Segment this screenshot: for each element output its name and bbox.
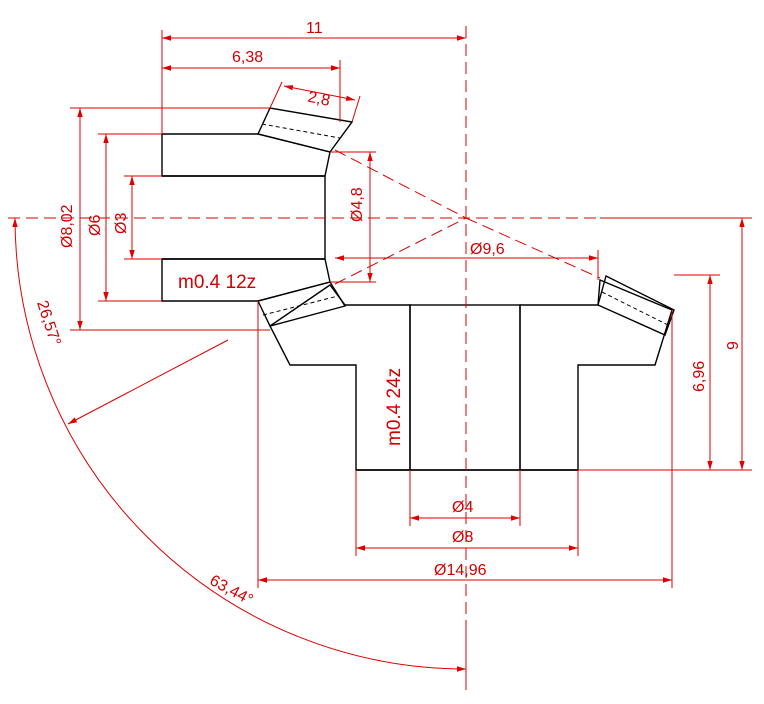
pinion (161, 107, 354, 327)
dim-angle-pinion: 26,57° (33, 298, 64, 347)
pinion-upper-section (161, 133, 331, 177)
center-lines (8, 26, 752, 690)
dim-pinion-length: 6,38 (232, 49, 263, 66)
gear-bore (409, 304, 521, 471)
gear-right-section (519, 278, 673, 471)
angle-arc (12, 217, 467, 672)
dim-pinion-front-dia: Ø4,8 (349, 187, 366, 222)
dim-pinion-outer-dia: Ø8,02 (59, 204, 76, 248)
gear-right-tooth (597, 274, 675, 336)
dim-gear-body-height: 6,96 (691, 361, 708, 392)
dim-gear-hub-dia: Ø8 (452, 529, 473, 546)
dim-pinion-body-dia: Ø6 (87, 215, 104, 236)
dim-pinion-bore: Ø3 (113, 213, 130, 234)
pinion-label: m0.4 12z (178, 272, 256, 293)
dim-gear-bore: Ø4 (452, 499, 473, 516)
dim-total-length: 11 (306, 20, 323, 37)
dimensions: 11 6,38 2,8 Ø8,02 Ø6 Ø3 Ø4,8 Ø9,6 (12, 20, 752, 690)
dim-gear-pitch-dia: Ø9,6 (470, 241, 505, 258)
dim-gear-height: 9 (725, 341, 742, 350)
gear (269, 274, 675, 471)
dim-gear-outer-dia: Ø14,96 (434, 562, 487, 579)
gear-label: m0.4 24z (384, 368, 405, 446)
pinion-upper-tooth (257, 107, 354, 153)
dim-tooth-width: 2,8 (306, 89, 331, 110)
